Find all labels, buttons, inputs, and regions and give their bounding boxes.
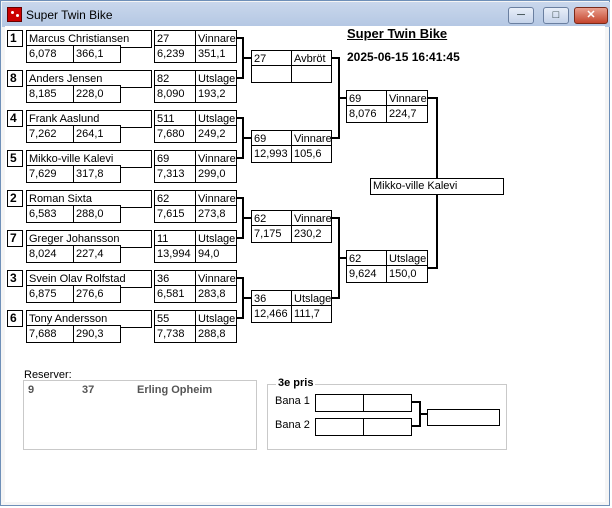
seed-number: 4	[7, 110, 23, 127]
result-time[interactable]: 7,313	[154, 165, 196, 183]
result-speed[interactable]: 283,8	[195, 285, 237, 303]
minimize-icon: ─	[517, 9, 525, 21]
result-speed[interactable]: 273,8	[195, 205, 237, 223]
close-icon: ✕	[586, 9, 596, 21]
result-speed[interactable]: 150,0	[386, 265, 428, 283]
bike-number[interactable]: 62	[346, 250, 387, 268]
rider-name[interactable]: Roman Sixta	[26, 190, 152, 208]
result-speed[interactable]: 224,7	[386, 105, 428, 123]
result-time[interactable]: 7,175	[251, 225, 292, 243]
final-winner[interactable]: Mikko-ville Kalevi	[370, 178, 504, 195]
lane2-label: Bana 2	[275, 419, 310, 431]
title-bar[interactable]: Super Twin Bike ─ □ ✕	[2, 2, 610, 27]
result-speed[interactable]: 351,1	[195, 45, 237, 63]
result-status[interactable]: Utslagen	[195, 70, 237, 88]
reserves-list[interactable]	[23, 380, 257, 450]
rider-name[interactable]: Greger Johansson	[26, 230, 152, 248]
rider-speed[interactable]: 228,0	[73, 85, 121, 103]
result-status[interactable]: Utslagen	[195, 310, 237, 328]
result-status[interactable]: Utslagen	[291, 290, 332, 308]
rider-time[interactable]: 8,185	[26, 85, 74, 103]
seed-number: 2	[7, 190, 23, 207]
bike-number[interactable]: 69	[154, 150, 196, 168]
maximize-button[interactable]: □	[543, 7, 569, 24]
result-time[interactable]: 8,090	[154, 85, 196, 103]
bracket-title: Super Twin Bike	[347, 26, 448, 41]
rider-time[interactable]: 8,024	[26, 245, 74, 263]
rider-time[interactable]: 7,262	[26, 125, 74, 143]
result-time[interactable]: 6,239	[154, 45, 196, 63]
bike-number[interactable]: 27	[154, 30, 196, 48]
window-title: Super Twin Bike	[26, 8, 113, 22]
result-time[interactable]: 12,466	[251, 305, 292, 323]
seed-number: 3	[7, 270, 23, 287]
seed-number: 7	[7, 230, 23, 247]
rider-time[interactable]: 6,875	[26, 285, 74, 303]
close-button[interactable]: ✕	[574, 7, 608, 24]
app-icon	[7, 7, 22, 22]
result-time[interactable]	[251, 65, 292, 83]
lane1-label: Bana 1	[275, 395, 310, 407]
maximize-icon: □	[552, 9, 560, 21]
result-speed[interactable]: 193,2	[195, 85, 237, 103]
result-time[interactable]: 6,581	[154, 285, 196, 303]
reserve-bike: 37	[82, 384, 95, 396]
seed-number: 6	[7, 310, 23, 327]
seed-number: 5	[7, 150, 23, 167]
reserve-name: Erling Opheim	[137, 384, 213, 396]
rider-speed[interactable]: 288,0	[73, 205, 121, 223]
lane2-result[interactable]	[363, 418, 412, 436]
result-time[interactable]: 7,680	[154, 125, 196, 143]
seed-number: 8	[7, 70, 23, 87]
rider-name[interactable]: Frank Aaslund	[26, 110, 152, 128]
result-status[interactable]: Utslagen	[195, 230, 237, 248]
result-status[interactable]: Vinnare	[386, 90, 428, 108]
bike-number[interactable]: 511	[154, 110, 196, 128]
result-speed[interactable]	[291, 65, 332, 83]
result-time[interactable]: 7,738	[154, 325, 196, 343]
result-status[interactable]: Vinnare	[195, 270, 237, 288]
rider-time[interactable]: 6,583	[26, 205, 74, 223]
lane1-result[interactable]	[363, 394, 412, 412]
rider-time[interactable]: 7,688	[26, 325, 74, 343]
lane1-bike[interactable]	[315, 394, 364, 412]
minimize-button[interactable]: ─	[508, 7, 534, 24]
rider-speed[interactable]: 366,1	[73, 45, 121, 63]
reserve-number: 9	[28, 384, 35, 396]
rider-speed[interactable]: 227,4	[73, 245, 121, 263]
reserves-label: Reserver:	[24, 369, 72, 381]
third-prize-winner[interactable]	[427, 409, 500, 426]
result-time[interactable]: 8,076	[346, 105, 387, 123]
result-time[interactable]: 9,624	[346, 265, 387, 283]
seed-number: 1	[7, 30, 23, 47]
bike-number[interactable]: 69	[346, 90, 387, 108]
rider-speed[interactable]: 276,6	[73, 285, 121, 303]
result-speed[interactable]: 299,0	[195, 165, 237, 183]
rider-time[interactable]: 6,078	[26, 45, 74, 63]
result-speed[interactable]: 230,2	[291, 225, 332, 243]
third-prize-label: 3e pris	[276, 377, 316, 389]
result-time[interactable]: 12,993	[251, 145, 292, 163]
result-speed[interactable]: 288,8	[195, 325, 237, 343]
result-speed[interactable]: 94,0	[195, 245, 237, 263]
result-speed[interactable]: 105,6	[291, 145, 332, 163]
lane2-bike[interactable]	[315, 418, 364, 436]
third-prize-group	[267, 384, 507, 450]
result-status[interactable]: Vinnare	[291, 130, 332, 148]
result-time[interactable]: 7,615	[154, 205, 196, 223]
rider-speed[interactable]: 317,8	[73, 165, 121, 183]
result-speed[interactable]: 249,2	[195, 125, 237, 143]
datetime: 2025-06-15 16:41:45	[347, 50, 460, 64]
rider-speed[interactable]: 264,1	[73, 125, 121, 143]
rider-name[interactable]: Mikko-ville Kalevi	[26, 150, 152, 168]
result-time[interactable]: 13,994	[154, 245, 196, 263]
result-speed[interactable]: 111,7	[291, 305, 332, 323]
rider-speed[interactable]: 290,3	[73, 325, 121, 343]
result-status[interactable]: Utslagen	[386, 250, 428, 268]
rider-time[interactable]: 7,629	[26, 165, 74, 183]
